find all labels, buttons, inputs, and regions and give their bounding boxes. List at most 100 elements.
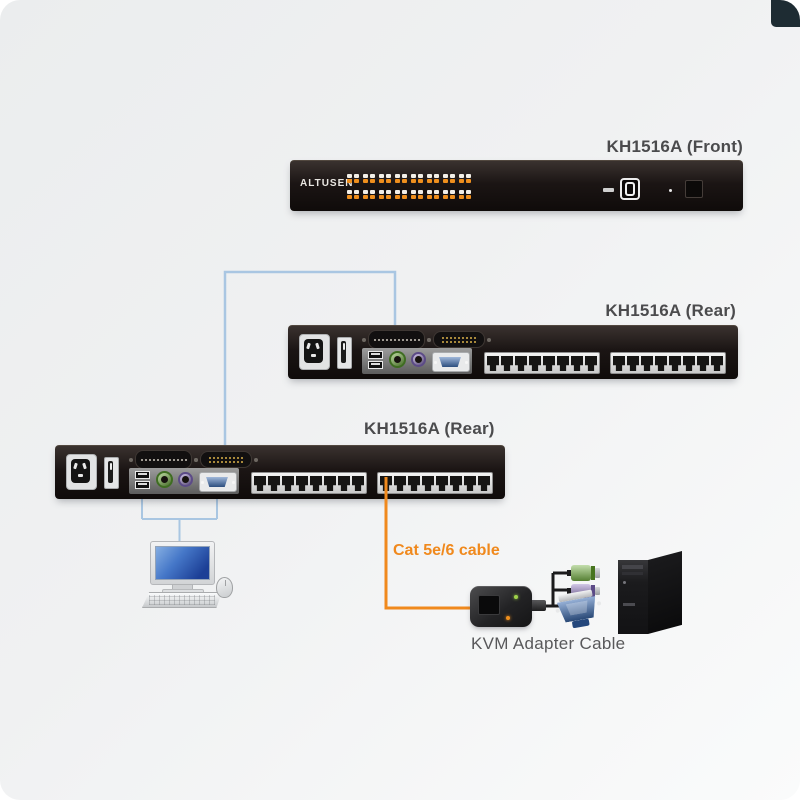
- led-selected: [443, 195, 448, 199]
- port-led: [363, 174, 368, 183]
- led-selected: [459, 195, 464, 199]
- connector-pin: [474, 336, 476, 339]
- socket-pin: [82, 462, 87, 470]
- rj45-port: [487, 356, 499, 371]
- led-online: [443, 190, 448, 194]
- port-led: [347, 190, 352, 199]
- daisy-chain-in-port: [129, 450, 198, 469]
- port-led: [466, 190, 471, 199]
- port-led: [354, 190, 359, 199]
- socket-pin: [311, 354, 316, 357]
- adapter-led-orange: [506, 616, 510, 620]
- port-led-group: [395, 190, 407, 199]
- connector-pin: [442, 340, 444, 343]
- adapter-led-green: [514, 595, 518, 599]
- connector-pin: [213, 460, 215, 463]
- usb-port-icon: [135, 481, 150, 489]
- usb-port-icon: [368, 351, 383, 359]
- ps2-keyboard-port: [411, 352, 426, 367]
- led-online: [450, 190, 455, 194]
- led-online: [402, 174, 407, 178]
- port-led: [347, 174, 352, 183]
- connector-pin: [413, 338, 416, 341]
- kvm-switch-rear-second: [55, 445, 505, 499]
- led-online: [363, 190, 368, 194]
- rj45-port: [450, 476, 462, 491]
- rj45-port: [478, 476, 490, 491]
- ps2-port-hole: [415, 356, 422, 363]
- led-online: [450, 174, 455, 178]
- power-socket: [71, 459, 90, 483]
- led-online: [354, 190, 359, 194]
- rj45-port: [394, 476, 406, 491]
- daisy-pin-row: [209, 456, 243, 459]
- daisy-pin-row: [442, 340, 476, 343]
- led-selected: [354, 195, 359, 199]
- led-selected: [459, 179, 464, 183]
- keyboard-keys: [149, 595, 215, 605]
- power-switch: [104, 457, 119, 489]
- vga-screw: [232, 481, 235, 484]
- rj45-port: [669, 356, 681, 371]
- connector-pin: [462, 340, 464, 343]
- power-rocker: [341, 341, 346, 363]
- port-led-group: [459, 190, 471, 199]
- adapter-rj45-socket: [478, 595, 500, 615]
- adapter-cable-stub: [530, 600, 546, 611]
- rj45-port: [464, 476, 476, 491]
- port-led: [459, 174, 464, 183]
- led-selected: [370, 195, 375, 199]
- port-led: [402, 174, 407, 183]
- console-port-panel: [129, 468, 239, 494]
- led-selected: [466, 195, 471, 199]
- kvm-switch-rear-first: [288, 325, 738, 379]
- connector-pin: [466, 340, 468, 343]
- led-selected: [386, 179, 391, 183]
- led-online: [395, 174, 400, 178]
- port-led: [363, 190, 368, 199]
- rj45-port: [585, 356, 597, 371]
- led-online: [411, 190, 416, 194]
- daisy-chain-out-port: [194, 451, 258, 468]
- led-online: [347, 190, 352, 194]
- port-led-group: [443, 190, 455, 199]
- rj45-port: [296, 476, 308, 491]
- port-led: [434, 174, 439, 183]
- rj45-port: [408, 476, 420, 491]
- connector-pin: [377, 338, 380, 341]
- console-keyboard: [142, 592, 222, 608]
- led-selected: [402, 179, 407, 183]
- front-led-row: [347, 190, 471, 199]
- port-led-group: [347, 174, 359, 183]
- connector-pin: [458, 340, 460, 343]
- daisy-pin-row: [373, 338, 420, 341]
- daisy-chain-out-port: [427, 331, 491, 348]
- console-monitor: [150, 541, 215, 585]
- connector-pin: [172, 458, 175, 461]
- led-selected: [443, 179, 448, 183]
- connector-pin: [241, 456, 243, 459]
- led-selected: [363, 195, 368, 199]
- led-selected: [411, 179, 416, 183]
- connector-pin: [209, 456, 211, 459]
- rj45-port: [697, 356, 709, 371]
- led-selected: [427, 195, 432, 199]
- port-led-group: [459, 174, 471, 183]
- led-selected: [427, 179, 432, 183]
- usb-console-ports: [135, 471, 150, 489]
- connector-pin: [417, 338, 420, 341]
- connector-screw: [129, 457, 133, 462]
- connector-pin: [237, 456, 239, 459]
- rj45-port: [268, 476, 280, 491]
- port-led-group: [443, 174, 455, 183]
- rj45-port: [310, 476, 322, 491]
- ps2-mouse-port: [389, 351, 406, 368]
- led-online: [459, 174, 464, 178]
- connector-pin: [152, 458, 155, 461]
- port-led: [418, 174, 423, 183]
- connector-pin: [397, 338, 400, 341]
- port-led: [395, 174, 400, 183]
- port-led: [434, 190, 439, 199]
